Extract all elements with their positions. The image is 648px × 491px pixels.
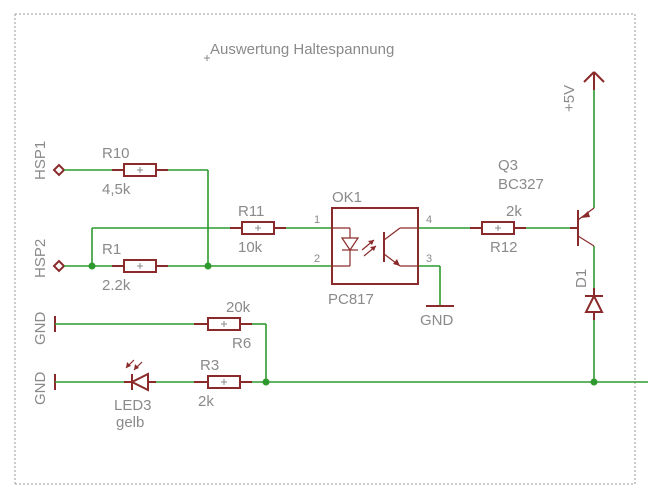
r10-value: 4,5k [102, 181, 131, 198]
ok1-name: OK1 [332, 189, 362, 206]
led3-name: LED3 [114, 397, 152, 414]
resistor-r1 [112, 259, 168, 273]
connector-hsp2-label: HSP2 [32, 239, 49, 278]
led-led3 [124, 359, 156, 392]
resistor-r10 [112, 163, 168, 177]
connector-hsp2-pin [52, 259, 66, 273]
r12-name: R12 [490, 239, 518, 256]
junctions [88, 262, 598, 386]
r10-name: R10 [102, 145, 130, 162]
transistor-q3 [570, 207, 595, 247]
resistor-r12 [470, 221, 526, 235]
r1-name: R1 [102, 241, 121, 258]
r1-value: 2.2k [102, 277, 131, 294]
ok1-pin3: 3 [426, 253, 432, 265]
connector-gnd-a-label: GND [32, 312, 49, 346]
r3-name: R3 [200, 357, 219, 374]
r6-value: 20k [226, 299, 251, 316]
sheet-title: Auswertung Haltespannung [210, 41, 394, 58]
optocoupler-ok1 [331, 207, 419, 285]
sheet-frame [14, 13, 636, 485]
q3-value: BC327 [498, 176, 544, 193]
r11-name: R11 [238, 203, 264, 220]
resistor-r6 [194, 317, 252, 331]
r3-value: 2k [198, 393, 214, 410]
r12-value: 2k [506, 203, 522, 220]
connector-hsp1-pin [52, 163, 66, 177]
resistor-r3 [194, 375, 252, 389]
diode-d1 [584, 288, 604, 320]
wires [55, 90, 648, 383]
d1-name: D1 [573, 269, 590, 288]
ok1-value: PC817 [328, 291, 374, 308]
r11-value: 10k [238, 239, 263, 256]
q3-name: Q3 [498, 157, 518, 174]
connector-hsp1-label: HSP1 [32, 141, 49, 180]
vcc-label: +5V [561, 85, 578, 112]
ok1-pin4: 4 [426, 214, 432, 226]
led3-value: gelb [116, 414, 144, 431]
resistor-r11 [230, 221, 286, 235]
r6-name: R6 [232, 335, 251, 352]
vcc-arrow [583, 71, 605, 90]
ok1-pin1: 1 [314, 214, 320, 226]
gnd-symbol-label: GND [420, 312, 454, 329]
ok1-pin2: 2 [314, 253, 320, 265]
connector-gnd-b-label: GND [32, 372, 49, 406]
